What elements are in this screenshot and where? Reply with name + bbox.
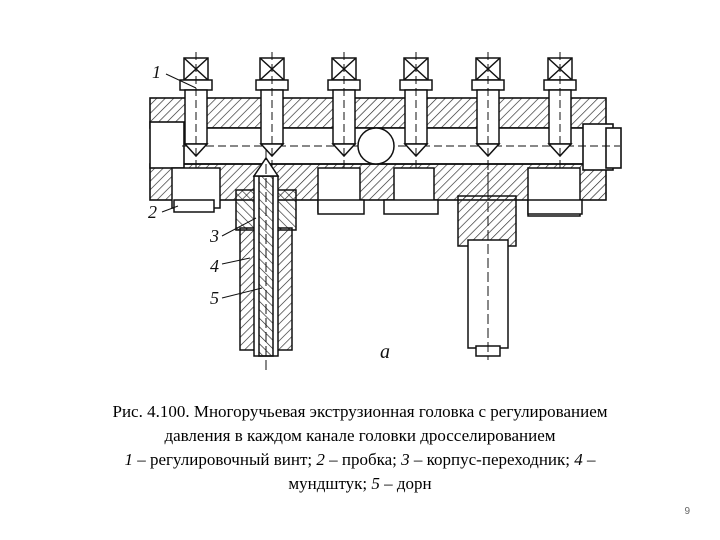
caption-line-2: давления в каждом канале головки дроссел… [164,426,556,445]
adjusting-screw [255,52,289,200]
caption-line-4: мундштук; 5 – дорн [40,472,680,496]
legend-num-4: 4 [574,450,583,469]
ball-valve [357,127,395,165]
extrusion-head-drawing: 1 2 3 4 5 а [148,52,622,370]
callout-4: 4 [210,256,219,276]
adjusting-screw [543,52,577,200]
legend-num-3: 3 [401,450,410,469]
legend-text-4: – [582,450,596,469]
leader-lines [161,73,263,299]
callout-1: 1 [152,62,161,82]
page-number: 9 [684,506,690,517]
adjusting-screw [179,52,213,200]
legend-text-5: – дорн [379,474,432,493]
figure-caption: Рис. 4.100. Многоручьевая экструзионная … [40,400,680,496]
plugs [171,167,583,217]
view-label: а [380,341,390,363]
adjusting-screw [327,52,361,200]
legend-text-2: – пробка; [324,450,402,469]
callout-2: 2 [148,202,157,222]
die-assembly [235,150,297,370]
callout-3: 3 [209,226,219,246]
legend-num-2: 2 [316,450,325,469]
caption-legend: 1 – регулировочный винт; 2 – пробка; 3 –… [40,448,680,472]
adjusting-screw [471,52,505,200]
legend-num-1: 1 [124,450,133,469]
legend-text-1: – регулировочный винт; [132,450,317,469]
caption-line-1: Рис. 4.100. Многоручьевая экструзионная … [112,402,608,421]
right-outlet [457,160,517,360]
callouts: 1 2 3 4 5 а [148,62,390,363]
legend-text-4b: мундштук; [288,474,372,493]
adjusting-screws [179,52,577,200]
callout-5: 5 [210,288,219,308]
legend-text-3: – корпус-переходник; [409,450,575,469]
legend-num-5: 5 [371,474,380,493]
adjusting-screw [399,52,433,200]
